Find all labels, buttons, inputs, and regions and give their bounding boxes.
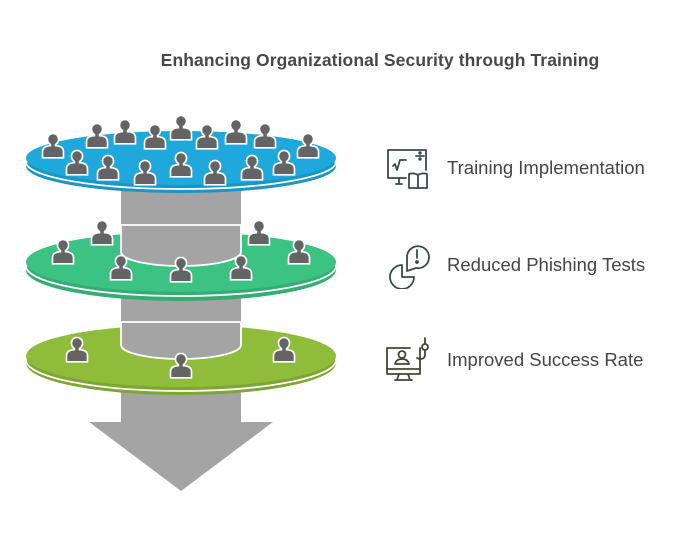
down-arrow xyxy=(89,395,273,491)
training-board-icon xyxy=(387,149,428,189)
person-icon xyxy=(113,118,137,145)
stage-label-training-implementation: Training Implementation xyxy=(447,157,645,178)
person-icon xyxy=(247,219,271,246)
stage-label-reduced-phishing-tests: Reduced Phishing Tests xyxy=(447,254,646,275)
person-icon xyxy=(224,118,248,145)
diagram-title: Enhancing Organizational Security throug… xyxy=(160,50,600,70)
person-icon xyxy=(90,219,114,246)
stage-label-improved-success-rate: Improved Success Rate xyxy=(447,349,644,370)
pie-alert-icon xyxy=(389,245,430,289)
monitor-user-icon xyxy=(386,337,429,381)
stage-label-row-2: Reduced Phishing Tests xyxy=(384,240,645,290)
person-icon xyxy=(169,114,193,141)
stage-label-row-3: Improved Success Rate xyxy=(384,335,643,385)
stage-label-row-1: Training Implementation xyxy=(384,143,645,193)
